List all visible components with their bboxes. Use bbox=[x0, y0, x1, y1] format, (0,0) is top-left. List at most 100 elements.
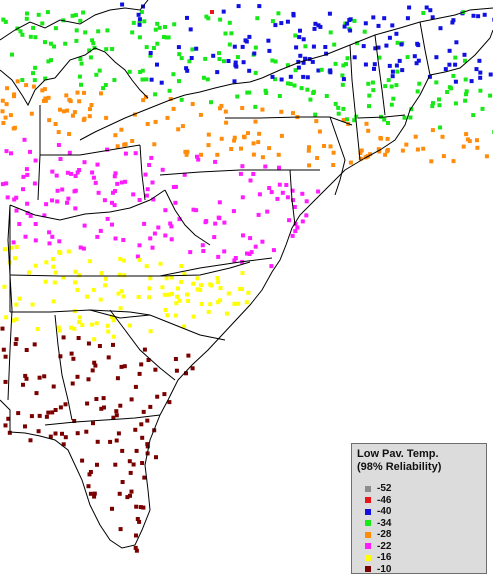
station-marker bbox=[484, 154, 489, 159]
station-marker bbox=[463, 77, 468, 82]
station-marker bbox=[306, 148, 311, 153]
station-marker bbox=[139, 362, 144, 367]
station-marker bbox=[300, 219, 305, 224]
station-marker bbox=[144, 45, 149, 50]
station-marker bbox=[147, 295, 152, 300]
station-marker bbox=[90, 368, 95, 373]
station-marker bbox=[52, 44, 56, 49]
station-marker bbox=[178, 279, 183, 284]
station-marker bbox=[447, 62, 452, 67]
station-marker bbox=[191, 281, 196, 286]
station-marker bbox=[217, 51, 221, 56]
station-marker bbox=[75, 287, 80, 292]
station-marker bbox=[196, 157, 201, 162]
station-marker bbox=[153, 119, 158, 124]
station-marker bbox=[111, 415, 116, 420]
station-marker bbox=[143, 172, 148, 177]
station-marker bbox=[298, 53, 303, 58]
station-marker bbox=[66, 249, 71, 254]
station-marker bbox=[232, 79, 237, 84]
station-marker bbox=[146, 358, 151, 362]
station-marker bbox=[386, 78, 391, 83]
station-marker bbox=[86, 377, 91, 382]
station-marker bbox=[149, 77, 154, 82]
station-marker bbox=[31, 84, 36, 89]
station-marker bbox=[88, 107, 92, 112]
station-marker bbox=[122, 364, 127, 369]
station-marker bbox=[111, 318, 116, 323]
station-marker bbox=[99, 91, 103, 96]
station-marker bbox=[162, 292, 167, 297]
station-marker bbox=[137, 371, 142, 376]
station-marker bbox=[50, 234, 55, 239]
station-marker bbox=[92, 494, 97, 499]
station-marker bbox=[260, 107, 265, 112]
station-marker bbox=[219, 136, 224, 141]
station-marker bbox=[428, 8, 433, 13]
station-marker bbox=[42, 87, 47, 92]
station-marker bbox=[215, 152, 220, 157]
station-marker bbox=[149, 155, 154, 160]
station-marker bbox=[355, 41, 360, 46]
station-marker bbox=[354, 114, 359, 119]
station-marker bbox=[476, 14, 481, 19]
station-marker bbox=[4, 149, 9, 154]
station-marker bbox=[50, 198, 54, 203]
station-marker bbox=[322, 144, 326, 148]
station-marker bbox=[190, 47, 195, 52]
maine-border bbox=[419, 21, 493, 76]
station-marker bbox=[33, 35, 38, 40]
station-marker bbox=[140, 77, 145, 82]
legend-swatch bbox=[365, 497, 371, 504]
station-marker bbox=[76, 336, 81, 340]
station-marker bbox=[227, 20, 232, 25]
station-marker bbox=[135, 254, 140, 259]
station-marker bbox=[463, 98, 468, 103]
station-marker bbox=[130, 139, 135, 143]
station-marker bbox=[63, 435, 68, 440]
station-marker bbox=[232, 135, 237, 140]
station-marker bbox=[288, 81, 293, 86]
station-marker bbox=[417, 81, 422, 86]
station-marker bbox=[399, 42, 404, 47]
legend-item-16: -16 bbox=[357, 552, 481, 564]
station-marker bbox=[331, 150, 336, 155]
station-marker bbox=[167, 88, 172, 93]
station-marker bbox=[185, 292, 189, 297]
station-marker bbox=[137, 243, 142, 248]
station-marker bbox=[117, 272, 122, 277]
station-marker bbox=[394, 31, 399, 36]
station-marker bbox=[79, 61, 84, 66]
station-marker bbox=[51, 264, 56, 269]
station-marker bbox=[383, 84, 388, 89]
station-marker bbox=[13, 341, 18, 346]
station-marker bbox=[78, 57, 83, 61]
station-marker bbox=[105, 323, 110, 328]
station-marker bbox=[293, 33, 298, 38]
station-marker bbox=[162, 35, 166, 39]
station-marker bbox=[98, 228, 103, 233]
station-marker bbox=[467, 139, 472, 144]
station-marker bbox=[55, 199, 60, 204]
station-marker bbox=[290, 233, 295, 238]
station-marker bbox=[445, 90, 450, 94]
station-marker bbox=[73, 269, 78, 274]
station-marker bbox=[213, 159, 218, 164]
station-marker bbox=[463, 58, 467, 63]
station-marker bbox=[147, 286, 152, 291]
station-marker bbox=[277, 165, 281, 170]
station-marker bbox=[412, 54, 417, 59]
station-marker bbox=[366, 81, 371, 86]
station-marker bbox=[173, 200, 178, 205]
station-marker bbox=[95, 439, 100, 444]
station-marker bbox=[0, 182, 5, 187]
station-marker bbox=[112, 78, 117, 82]
station-marker bbox=[138, 70, 143, 74]
station-marker bbox=[35, 327, 40, 331]
station-marker bbox=[61, 275, 66, 280]
station-marker bbox=[142, 221, 147, 226]
station-marker bbox=[103, 83, 108, 87]
station-marker bbox=[5, 195, 10, 200]
station-marker bbox=[199, 302, 204, 306]
station-marker bbox=[175, 294, 180, 299]
